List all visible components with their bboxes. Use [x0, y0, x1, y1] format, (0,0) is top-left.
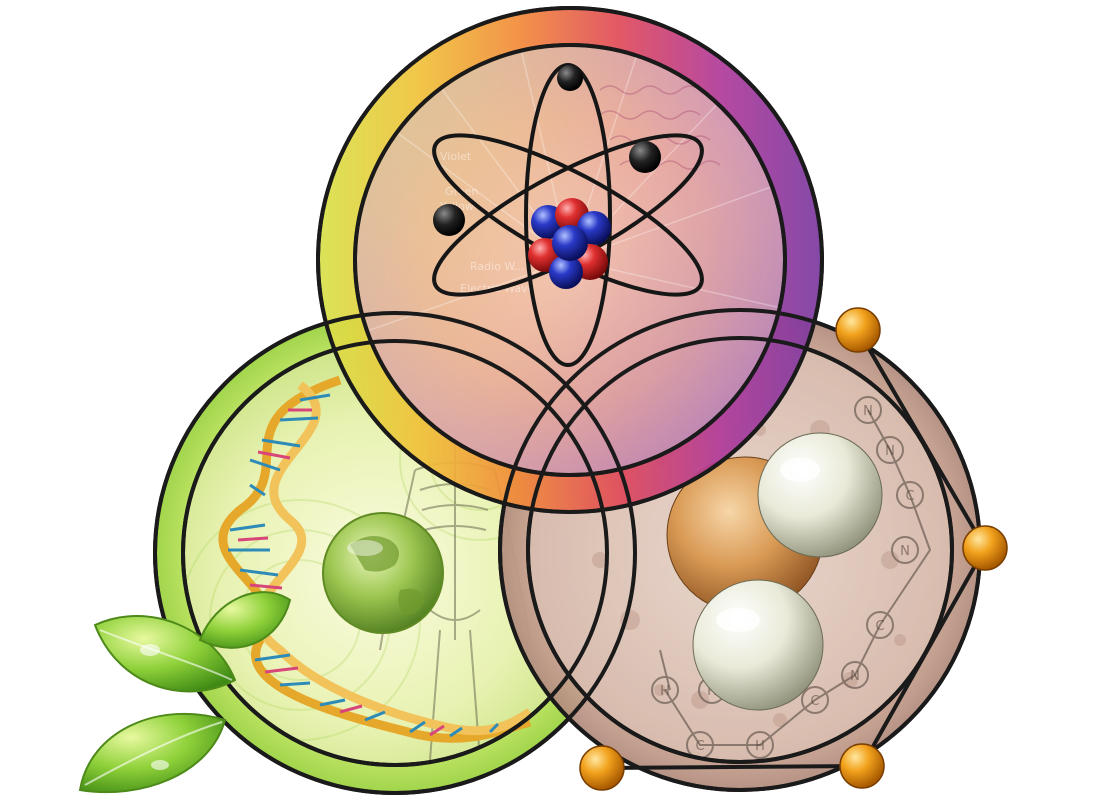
- spectrum-label: Violet: [440, 150, 472, 163]
- nucleus: [528, 198, 611, 289]
- venn-outlines: [153, 6, 982, 795]
- molecule-letter: N: [863, 404, 873, 419]
- orange-node: [579, 745, 625, 791]
- molecule-letter: H: [755, 739, 765, 754]
- molecule-letter: H: [660, 684, 670, 699]
- molecule-letter: N: [850, 669, 860, 684]
- orange-node: [839, 743, 885, 789]
- physics-circle: Violet Green Yellow Radio W... Electric …: [316, 6, 824, 514]
- molecule-letter: N: [900, 544, 910, 559]
- water-molecule-icon: [666, 432, 883, 711]
- orange-node: [835, 307, 881, 353]
- molecule-letter: N: [885, 444, 895, 459]
- molecule-letter: C: [905, 489, 914, 504]
- spectrum-label: Radio W...: [470, 260, 525, 273]
- molecule-letter: C: [875, 619, 884, 634]
- molecule-letter: C: [810, 694, 819, 709]
- atom-icon: [432, 63, 704, 367]
- globe-icon: [322, 512, 444, 634]
- molecule-letter: C: [695, 739, 704, 754]
- leaf-icon: [78, 591, 292, 794]
- orange-node: [962, 525, 1008, 571]
- molecule-frame: [579, 307, 1008, 791]
